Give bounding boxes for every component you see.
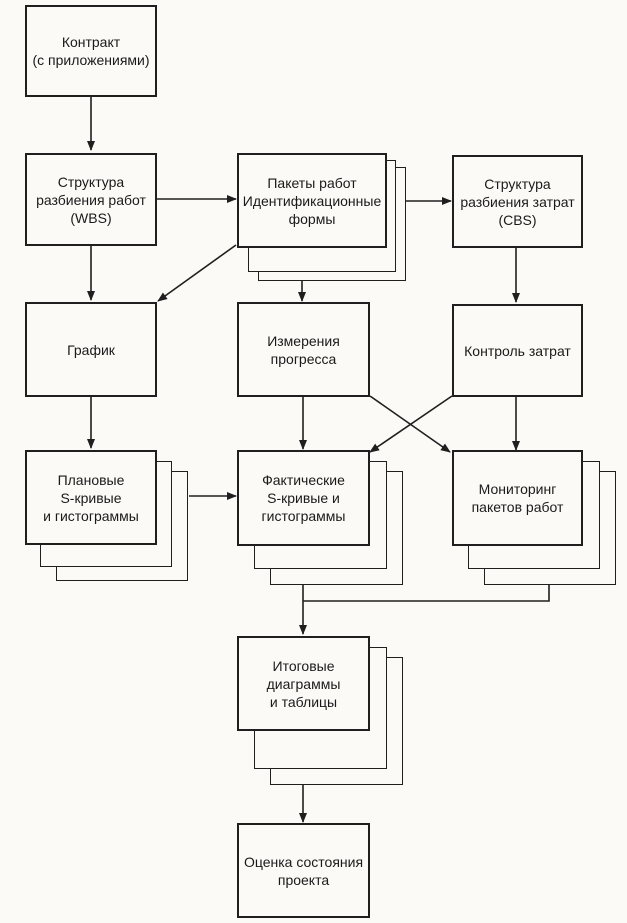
node-actual-curves-label: Фактические S-кривые и гистограммы (261, 472, 346, 524)
node-summary-charts: Итоговые диаграммы и таблицы (237, 636, 370, 731)
node-contract: Контракт (с приложениями) (25, 5, 157, 97)
node-wbs: Структура разбиения работ (WBS) (25, 153, 157, 246)
node-schedule-label: График (67, 341, 115, 358)
node-planned-curves: Плановые S-кривые и гистограммы (25, 450, 157, 545)
node-package-monitoring: Мониторинг пакетов работ (452, 450, 583, 546)
node-cbs-label: Структура разбиения затрат (CBS) (460, 175, 575, 228)
node-cost-control: Контроль затрат (452, 304, 583, 397)
node-contract-label: Контракт (с приложениями) (32, 34, 150, 68)
node-progress-label: Измерения прогресса (267, 332, 340, 367)
connector-package-monitoring-merge (303, 584, 550, 602)
node-actual-curves: Фактические S-кривые и гистограммы (237, 450, 370, 546)
node-work-packages-label: Пакеты работ Идентификационные формы (242, 174, 382, 227)
node-cbs: Структура разбиения затрат (CBS) (452, 155, 583, 248)
node-status-assessment: Оценка состояния проекта (237, 823, 370, 918)
node-wbs-label: Структура разбиения работ (WBS) (36, 173, 146, 226)
node-package-monitoring-label: Мониторинг пакетов работ (471, 481, 564, 515)
node-cost-control-label: Контроль затрат (464, 342, 571, 359)
node-planned-curves-label: Плановые S-кривые и гистограммы (43, 471, 139, 524)
node-schedule: График (25, 302, 157, 397)
node-summary-charts-label: Итоговые диаграммы и таблицы (266, 657, 341, 710)
node-progress: Измерения прогресса (237, 302, 370, 397)
node-status-assessment-label: Оценка состояния проекта (243, 853, 364, 888)
arrow-work-packages-to-schedule (157, 244, 237, 302)
node-work-packages: Пакеты работ Идентификационные формы (237, 153, 387, 248)
arrow-progress-to-package-monitoring (369, 395, 451, 453)
